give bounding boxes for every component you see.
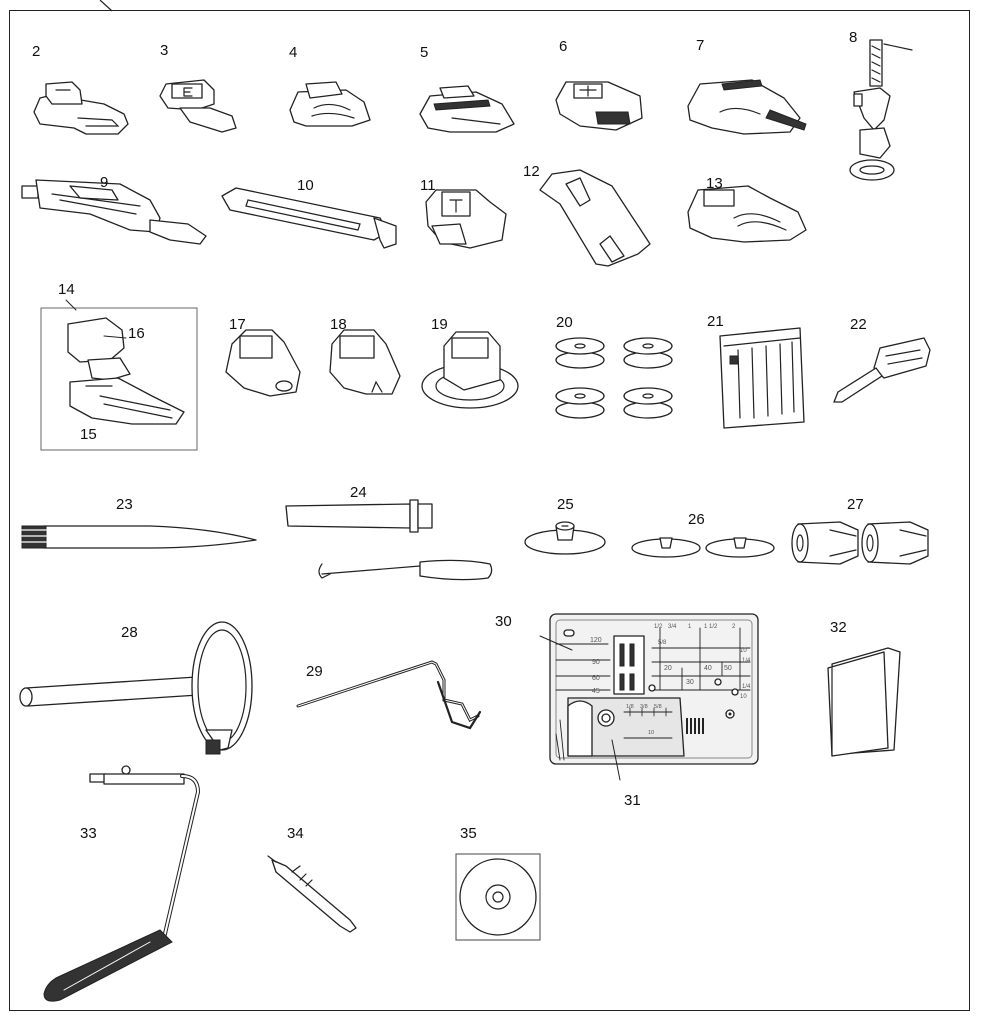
label-33: 33 (80, 825, 97, 842)
presser-foot-19 (421, 331, 519, 409)
plate-mark-half: 1/2 (654, 624, 663, 630)
accessories-frame (9, 10, 970, 1011)
presser-foot-6 (555, 81, 643, 131)
label-16: 16 (128, 325, 145, 342)
label-35: 35 (460, 825, 477, 842)
plate-mark-90: 90 (592, 659, 600, 666)
label-21: 21 (707, 313, 724, 330)
label-3: 3 (160, 42, 169, 59)
label-32: 32 (830, 619, 847, 636)
label-26: 26 (688, 511, 705, 528)
plate-mark-40: 40 (704, 665, 712, 672)
presser-foot-9 (21, 179, 207, 245)
spool-caps-26 (631, 537, 775, 558)
knee-lifter-33 (43, 765, 201, 1002)
bobbin-cover-31 (555, 697, 735, 761)
label-13: 13 (706, 175, 723, 192)
plate-mark-30: 30 (686, 679, 694, 686)
label-20: 20 (556, 314, 573, 331)
label-11: 11 (420, 177, 436, 194)
label-25: 25 (557, 496, 574, 513)
label-15: 15 (80, 426, 97, 443)
label-34: 34 (287, 825, 304, 842)
presser-foot-2 (33, 81, 129, 135)
presser-foot-5 (419, 85, 515, 133)
label-22: 22 (850, 316, 867, 333)
label-29: 29 (306, 663, 323, 680)
label-9: 9 (100, 174, 109, 191)
touch-pen-34 (267, 855, 357, 933)
plate-mark-10-b: 10 (740, 694, 747, 700)
plate-mark-20: 20 (664, 665, 672, 672)
screwdriver-22 (833, 337, 931, 403)
presser-foot-17 (225, 329, 301, 397)
plate-mark-120: 120 (590, 637, 602, 644)
spool-cap-25 (524, 521, 606, 555)
label-23: 23 (116, 496, 133, 513)
presser-foot-4 (289, 81, 371, 127)
plate-mark-45: 45 (592, 688, 600, 695)
bobbins-20 (555, 337, 673, 419)
cover-mark-three-eighths: 3/8 (640, 704, 648, 710)
presser-foot-18 (329, 329, 401, 395)
plate-mark-three-quarter: 3/4 (668, 624, 677, 630)
label-5: 5 (420, 44, 429, 61)
label-17: 17 (229, 316, 246, 333)
cover-mark-five-eighths: 5/8 (654, 704, 662, 710)
presser-foot-11 (425, 189, 507, 249)
plate-mark-60: 60 (592, 675, 600, 682)
plate-mark-one: 1 (688, 624, 692, 630)
plate-mark-two: 2 (732, 624, 736, 630)
presser-foot-3 (159, 79, 237, 133)
plate-mark-quarter-a: 1/4 (742, 658, 751, 664)
seam-ripper-24 (285, 499, 493, 581)
thread-guide-29 (296, 660, 482, 730)
plate-mark-10-a: 10 (740, 648, 747, 654)
label-28: 28 (121, 624, 138, 641)
plate-mark-one-half: 1 1/2 (704, 624, 718, 630)
guide-plate-10 (221, 187, 397, 249)
spool-stand-28 (19, 621, 253, 755)
lint-brush-23 (21, 525, 257, 549)
label-4: 4 (289, 44, 298, 61)
quilting-foot-8 (849, 39, 913, 181)
presser-foot-13 (687, 185, 807, 243)
instruction-book-32 (827, 647, 901, 757)
label-18: 18 (330, 316, 347, 333)
label-19: 19 (431, 316, 448, 333)
label-24: 24 (350, 484, 367, 501)
cover-mark-10: 10 (648, 730, 654, 736)
label-8: 8 (849, 29, 858, 46)
label-2: 2 (32, 43, 41, 60)
presser-foot-12 (539, 169, 651, 267)
label-14: 14 (58, 281, 75, 298)
label-7: 7 (696, 37, 705, 54)
label-10: 10 (297, 177, 314, 194)
label-12: 12 (523, 163, 540, 180)
cover-mark-one-eighth: 1/8 (626, 704, 634, 710)
label-6: 6 (559, 38, 568, 55)
label-31: 31 (624, 792, 641, 809)
plate-mark-quarter-b: 1/4 (742, 684, 751, 690)
presser-foot-7 (687, 79, 807, 135)
cd-rom-35 (455, 853, 541, 941)
plate-mark-five-eighths: 5/8 (658, 640, 667, 646)
label-27: 27 (847, 496, 864, 513)
label-30: 30 (495, 613, 512, 630)
spool-holders-27 (791, 521, 929, 565)
dual-feed-foot-14 (40, 299, 198, 451)
needle-case-21 (719, 327, 805, 429)
plate-mark-50: 50 (724, 665, 732, 672)
